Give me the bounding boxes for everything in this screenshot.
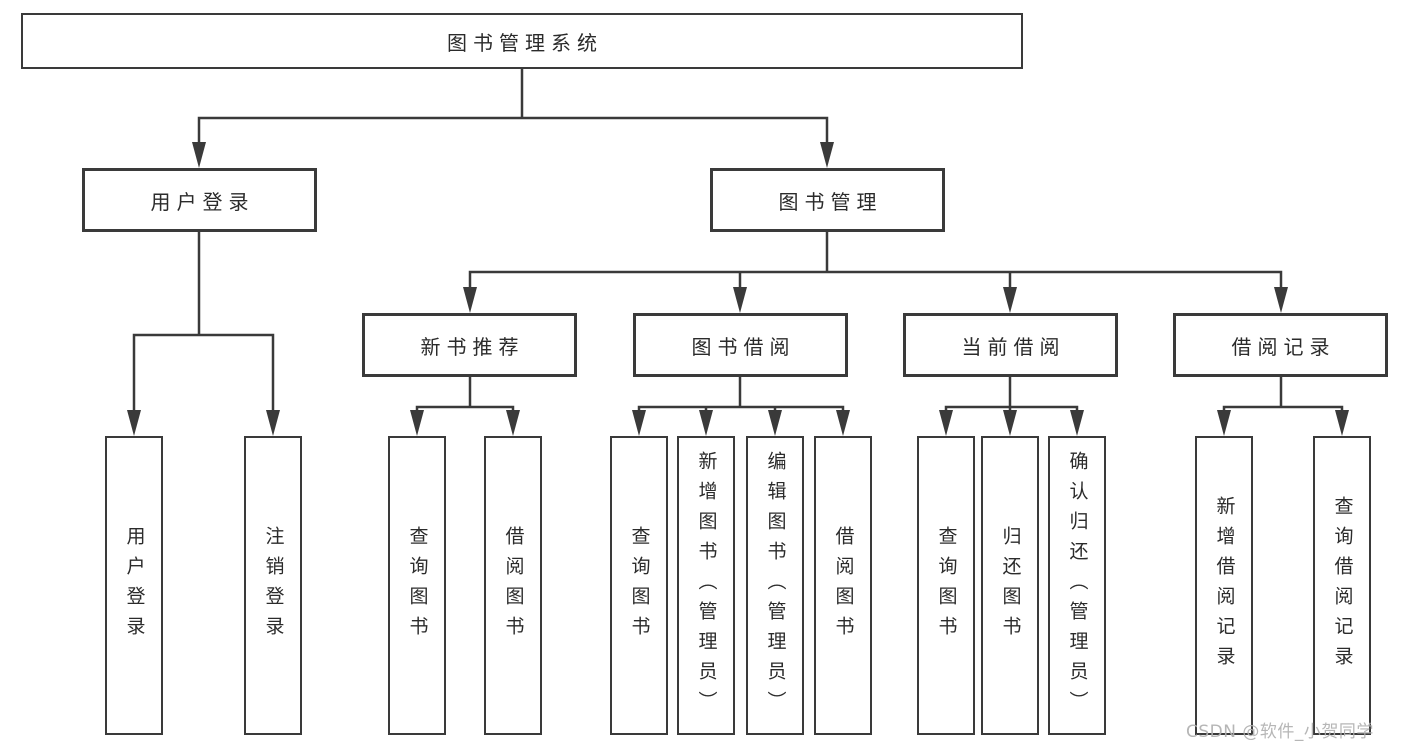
connector-book-mgmt-children bbox=[468, 232, 1283, 290]
node-current-borrow-label: 当前借阅 bbox=[961, 334, 1066, 359]
node-query-books-recommend-label: 查询图书 bbox=[406, 525, 429, 646]
node-query-books-current-label: 查询图书 bbox=[935, 525, 958, 646]
node-edit-books-admin: 编辑图书（管理员） bbox=[746, 436, 804, 735]
node-return-books-label: 归还图书 bbox=[999, 525, 1022, 646]
connector-borrow-children bbox=[637, 377, 845, 414]
arrow-to-user-login-action bbox=[127, 410, 141, 436]
arrow-to-query-books-borrow bbox=[632, 410, 646, 436]
node-new-book-recommend: 新书推荐 bbox=[362, 313, 577, 377]
node-add-borrow-record: 新增借阅记录 bbox=[1195, 436, 1253, 735]
arrow-to-edit-books bbox=[768, 410, 782, 436]
node-confirm-return-admin-label: 确认归还（管理员） bbox=[1066, 450, 1089, 721]
connector-records-children bbox=[1222, 377, 1344, 414]
arrow-to-new-book-recommend bbox=[463, 287, 477, 313]
node-query-books-recommend: 查询图书 bbox=[388, 436, 446, 735]
node-borrow-books-action: 借阅图书 bbox=[814, 436, 872, 735]
arrow-to-borrow-books-action bbox=[836, 410, 850, 436]
arrow-to-add-borrow-record bbox=[1217, 410, 1231, 436]
arrow-to-book-borrow bbox=[733, 287, 747, 313]
node-add-books-admin-label: 新增图书（管理员） bbox=[695, 450, 718, 721]
node-borrow-books-recommend-label: 借阅图书 bbox=[502, 525, 525, 646]
node-borrow-records: 借阅记录 bbox=[1173, 313, 1388, 377]
node-current-borrow: 当前借阅 bbox=[903, 313, 1118, 377]
node-edit-books-admin-label: 编辑图书（管理员） bbox=[764, 450, 787, 721]
arrow-to-borrow-books-recommend bbox=[506, 410, 520, 436]
node-book-borrow-label: 图书借阅 bbox=[691, 334, 796, 359]
connector-recommend-children bbox=[415, 377, 515, 414]
node-query-borrow-record: 查询借阅记录 bbox=[1313, 436, 1371, 735]
node-library-system-label: 图书管理系统 bbox=[447, 30, 603, 55]
node-borrow-books-recommend: 借阅图书 bbox=[484, 436, 542, 735]
arrow-to-query-books-recommend bbox=[410, 410, 424, 436]
node-query-books-borrow-label: 查询图书 bbox=[628, 525, 651, 646]
node-user-login-action-label: 用户登录 bbox=[123, 525, 146, 646]
node-book-management: 图书管理 bbox=[710, 168, 945, 232]
arrow-to-query-borrow-record bbox=[1335, 410, 1349, 436]
node-borrow-records-label: 借阅记录 bbox=[1231, 334, 1336, 359]
node-book-management-label: 图书管理 bbox=[778, 189, 883, 214]
node-query-borrow-record-label: 查询借阅记录 bbox=[1331, 495, 1354, 676]
connector-user-login-children bbox=[132, 232, 275, 414]
arrowheads bbox=[127, 142, 1349, 436]
arrow-to-return-books bbox=[1003, 410, 1017, 436]
node-book-borrow: 图书借阅 bbox=[633, 313, 848, 377]
node-new-book-recommend-label: 新书推荐 bbox=[420, 334, 525, 359]
node-borrow-books-action-label: 借阅图书 bbox=[832, 525, 855, 646]
arrow-to-user-login bbox=[192, 142, 206, 168]
node-add-books-admin: 新增图书（管理员） bbox=[677, 436, 735, 735]
connector-paths bbox=[132, 69, 1344, 414]
arrow-to-query-books-current bbox=[939, 410, 953, 436]
arrow-to-confirm-return bbox=[1070, 410, 1084, 436]
connector-root-to-level2 bbox=[197, 69, 829, 146]
node-add-borrow-record-label: 新增借阅记录 bbox=[1213, 495, 1236, 676]
node-user-login: 用户登录 bbox=[82, 168, 317, 232]
arrow-to-borrow-records bbox=[1274, 287, 1288, 313]
node-query-books-borrow: 查询图书 bbox=[610, 436, 668, 735]
node-return-books: 归还图书 bbox=[981, 436, 1039, 735]
node-user-login-action: 用户登录 bbox=[105, 436, 163, 735]
node-confirm-return-admin: 确认归还（管理员） bbox=[1048, 436, 1106, 735]
node-library-system: 图书管理系统 bbox=[21, 13, 1023, 69]
csdn-watermark: CSDN @软件_小贺同学 bbox=[1186, 722, 1374, 742]
node-user-login-label: 用户登录 bbox=[150, 189, 255, 214]
arrow-to-add-books bbox=[699, 410, 713, 436]
arrow-to-logout-action bbox=[266, 410, 280, 436]
arrow-to-current-borrow bbox=[1003, 287, 1017, 313]
node-logout-action-label: 注销登录 bbox=[262, 525, 285, 646]
node-logout-action: 注销登录 bbox=[244, 436, 302, 735]
arrow-to-book-management bbox=[820, 142, 834, 168]
node-query-books-current: 查询图书 bbox=[917, 436, 975, 735]
connector-current-children bbox=[944, 377, 1079, 414]
